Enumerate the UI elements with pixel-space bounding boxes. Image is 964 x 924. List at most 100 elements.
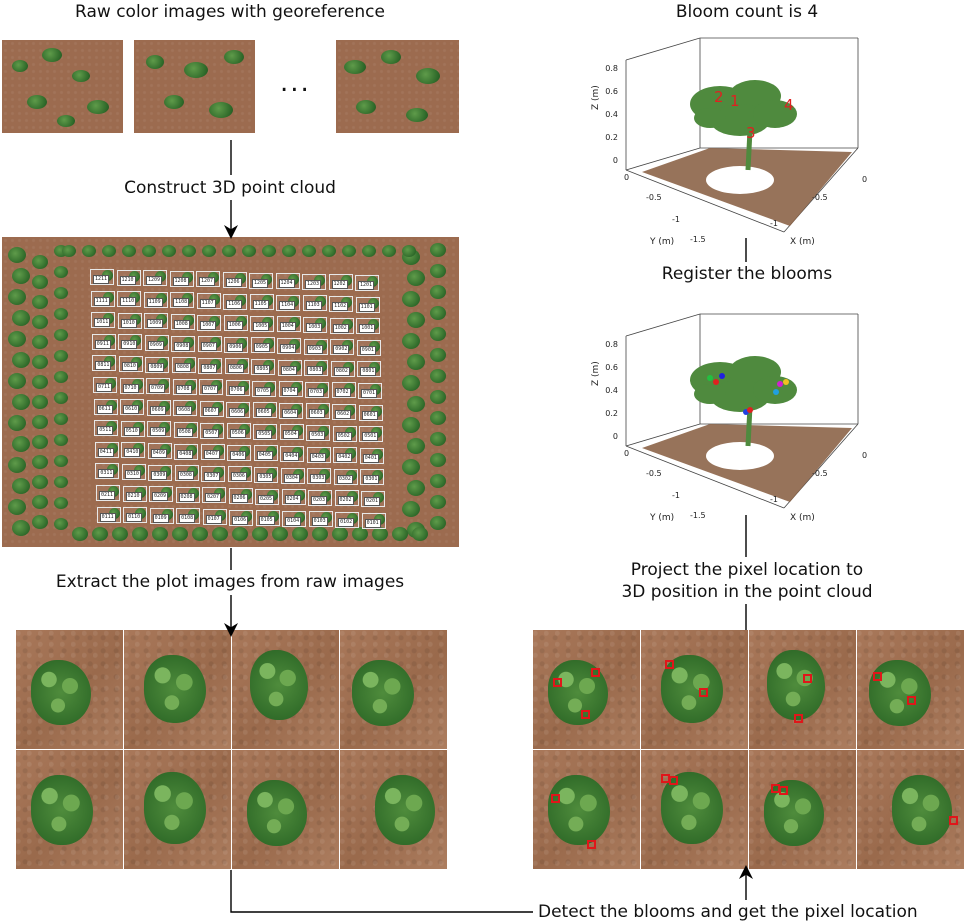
plot-id-label: 0210 [125, 491, 142, 501]
plot-id-label: 0809 [148, 362, 165, 372]
plot-id-label: 0408 [177, 449, 194, 459]
registered-bloom-point [783, 379, 789, 385]
plot-image-tile [749, 630, 856, 749]
plot-id-label: 0406 [230, 450, 247, 460]
plot-id-label: 0207 [205, 493, 222, 503]
cotton-plant [892, 775, 952, 845]
plot-id-label: 0104 [285, 516, 302, 526]
y-tick-label: -1 [672, 491, 680, 500]
plant-canopy [282, 245, 296, 257]
plot-image-tile [124, 750, 231, 869]
plot-id-label: 0204 [284, 495, 301, 505]
z-axis-label: Z (m) [591, 361, 601, 386]
plot-id-label: 0105 [258, 516, 275, 526]
cotton-plant [548, 775, 610, 845]
detected-bloom-box [665, 660, 674, 669]
plant-canopy [54, 371, 68, 383]
plot-id-label: 0807 [201, 363, 218, 373]
plot-image-tile [533, 750, 640, 869]
plot-id-label: 1010 [120, 318, 137, 328]
plant-canopy [430, 348, 446, 362]
plant-canopy [372, 527, 388, 541]
plant-canopy [272, 527, 288, 541]
plot-id-label: 1206 [225, 278, 242, 287]
ground-gap [706, 166, 774, 194]
plant-canopy [322, 245, 336, 257]
plant-canopy [262, 245, 276, 257]
detected-bloom-box [949, 816, 958, 825]
plant-canopy [32, 295, 48, 309]
plot-id-label: 0908 [174, 341, 191, 351]
x-axis-label: X (m) [790, 513, 815, 523]
plot-id-label: 1008 [173, 320, 190, 329]
plot-id-label: 1009 [147, 319, 164, 329]
plot-id-label: 1210 [119, 275, 136, 285]
plant-canopy [412, 527, 428, 541]
plant-canopy [54, 434, 68, 446]
plot-id-label: 1005 [253, 321, 270, 331]
plot-id-label: 0206 [231, 494, 248, 503]
y-tick-label: 0 [624, 449, 629, 458]
plant-canopy [430, 411, 446, 425]
plot-id-label: 0609 [149, 405, 166, 415]
plant-canopy [54, 476, 68, 488]
plot-id-label: 0111 [99, 512, 116, 522]
plant-canopy [122, 245, 136, 257]
plot-image-tile [340, 750, 447, 869]
registered-bloom-point [747, 407, 753, 413]
z-tick-label: 0.6 [605, 87, 618, 96]
detected-bloom-box [803, 674, 812, 683]
z-tick-label: 0.8 [605, 64, 618, 73]
plant-canopy [32, 275, 48, 289]
x-tick-label: 0 [862, 451, 867, 460]
plant-canopy [12, 520, 30, 536]
detected-bloom-box [699, 688, 708, 697]
ground-gap [706, 442, 774, 470]
plant-canopy [12, 436, 30, 452]
plot-id-label: 0804 [280, 365, 297, 375]
plant-canopy [352, 527, 368, 541]
plot-id-label: 0602 [335, 410, 352, 419]
plot-id-label: 0802 [333, 366, 350, 376]
plot-id-label: 0203 [311, 495, 328, 505]
plot-id-label: 0208 [178, 492, 195, 502]
plant-canopy [407, 312, 425, 328]
y-axis-label: Y (m) [649, 237, 674, 247]
plant-canopy [54, 392, 68, 404]
plant-canopy [54, 329, 68, 341]
plot-id-label: 1109 [146, 297, 163, 307]
plant-canopy [12, 478, 30, 494]
plant-canopy [54, 413, 68, 425]
plant-canopy [142, 245, 156, 257]
plot-id-label: 0606 [229, 407, 246, 417]
plot-id-label: 0605 [255, 408, 272, 418]
plot-id-label: 0410 [124, 448, 141, 458]
plant-canopy [12, 310, 30, 326]
plant-canopy [32, 415, 48, 429]
plot-image-tile [749, 750, 856, 869]
plant-canopy [112, 527, 128, 541]
detected-bloom-box [581, 710, 590, 719]
bloom-count-label: Bloom count is 4 [675, 2, 819, 22]
plot-id-label: 1001 [359, 324, 376, 334]
plant-canopy [407, 396, 425, 412]
plant-canopy [32, 255, 48, 269]
cotton-plant [31, 660, 91, 725]
plot-id-label: 1111 [93, 296, 110, 306]
plot-id-label: 0507 [203, 428, 220, 438]
plant-canopy [12, 352, 30, 368]
axis-frame-line [625, 37, 701, 61]
plant-canopy [302, 245, 316, 257]
plant-canopy [12, 268, 30, 284]
plot-id-label: 1107 [199, 299, 216, 308]
plant-canopy [242, 245, 256, 257]
plot-id-label: 0405 [256, 451, 273, 461]
detected-bloom-box [779, 786, 788, 795]
plot-id-label: 0401 [362, 453, 379, 463]
plant-canopy [32, 335, 48, 349]
plot-image-tile [232, 750, 339, 869]
plant-canopy [32, 355, 48, 369]
plot-id-label: 0201 [364, 497, 381, 506]
plant-canopy [402, 333, 420, 349]
point-cloud-plot-registered-blooms: 00.20.40.60.8Z (m)-1.5-1-0.50Y (m)-1-0.5… [591, 313, 867, 523]
